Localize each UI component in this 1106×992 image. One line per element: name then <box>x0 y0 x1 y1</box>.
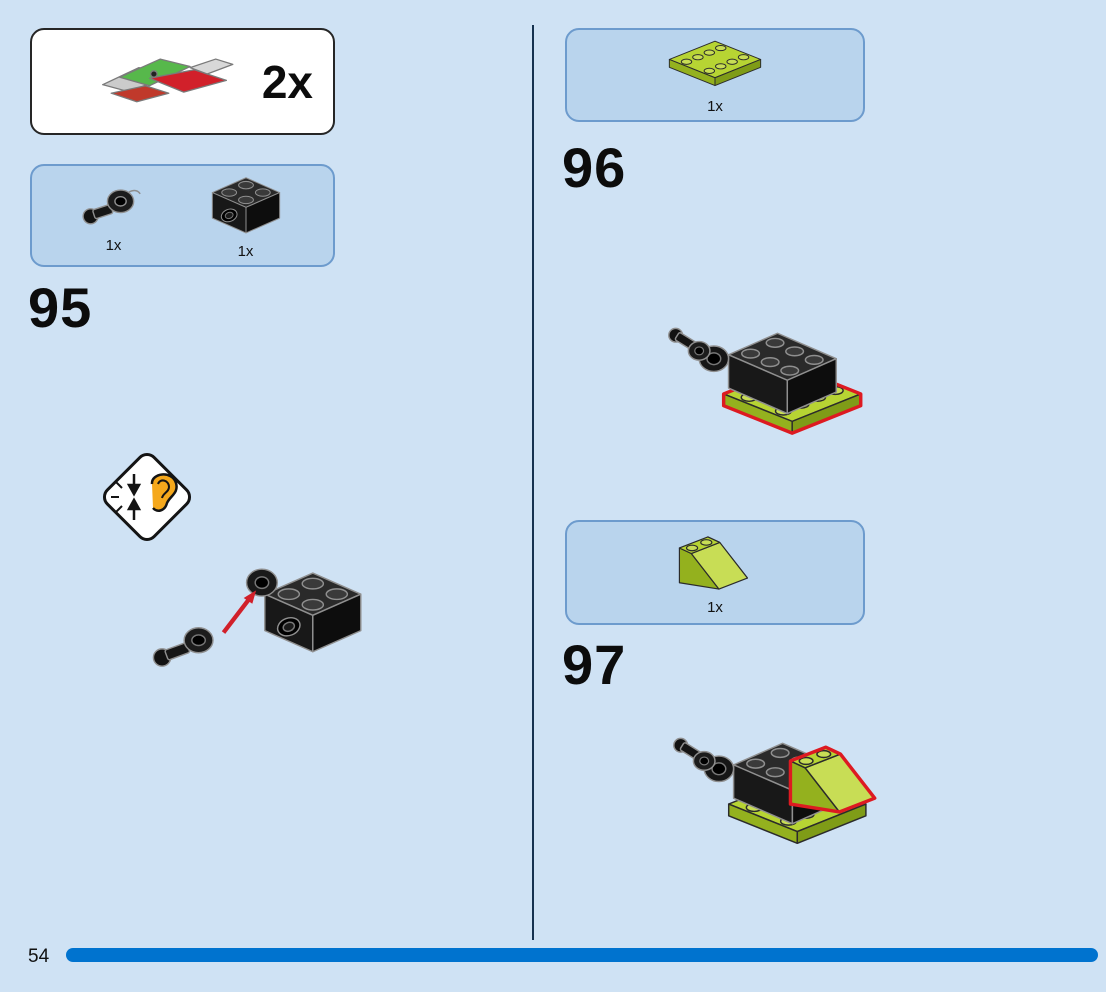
step-97-assembly-diagram <box>673 737 877 845</box>
step-97-number: 97 <box>562 633 627 696</box>
ball-joint-arm <box>673 737 716 772</box>
step-96-parts-callout: 1x <box>565 28 865 122</box>
lime-plate-part-icon <box>668 40 762 86</box>
submodel-count-box: 2x <box>30 28 335 135</box>
part-socket-brick: 1x <box>202 171 290 260</box>
step-97-parts-callout: 1x <box>565 520 865 625</box>
press-click-ear-icon <box>102 452 192 542</box>
ball-joint-arm <box>668 327 711 361</box>
socket-brick <box>264 572 362 653</box>
part-lime-slope: 1x <box>670 529 760 616</box>
socket-brick-part-icon <box>211 177 280 234</box>
page-number: 54 <box>28 946 50 967</box>
part-lime-plate: 1x <box>661 36 769 115</box>
part-ball-joint: 1x <box>76 177 152 254</box>
step-96-assembly-diagram <box>668 327 863 435</box>
ball-joint-piece <box>152 627 214 667</box>
new-part-red-outline <box>721 364 863 435</box>
step-95-number: 95 <box>28 276 93 339</box>
black-brick <box>727 332 837 415</box>
ear-icon <box>150 473 178 512</box>
attach-arrow <box>221 590 257 634</box>
part-count: 1x <box>237 243 254 260</box>
new-part-red-outline <box>788 745 877 814</box>
press-arrows-icon <box>126 474 142 520</box>
submodel-multiplier: 2x <box>261 55 313 108</box>
step-95-assembly-diagram <box>152 568 362 667</box>
part-count: 1x <box>105 237 122 254</box>
socket-disc <box>245 568 278 597</box>
step-96-number: 96 <box>562 136 627 199</box>
progress-bar <box>66 948 1098 962</box>
submodel-preview-image <box>102 57 234 102</box>
part-count: 1x <box>707 97 723 115</box>
click-burst-icon <box>111 481 123 513</box>
lime-slope-part-icon <box>678 536 749 590</box>
new-lime-slope <box>788 745 877 814</box>
column-divider <box>532 25 534 940</box>
ball-joint-part-icon <box>81 189 141 225</box>
part-count: 1x <box>707 599 723 616</box>
step-95-parts-callout: 1x 1x <box>30 164 335 267</box>
